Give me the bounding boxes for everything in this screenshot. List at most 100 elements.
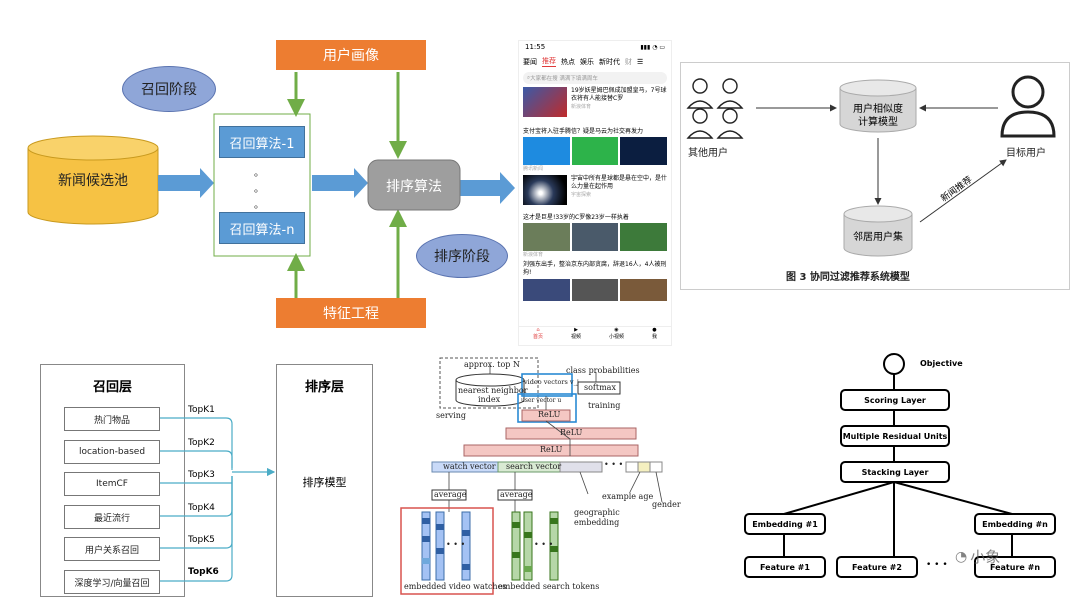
news-item-4[interactable]: 这才是巨星!33岁的C罗像23岁一样执着 新浪体育 [523,212,668,258]
recall-stage-bubble: 召回阶段 [122,66,216,112]
average-2: average [500,490,533,499]
target-user-icon [1000,75,1056,138]
status-bar: 11:55 ▮▮▮ ◔ ▭ [519,41,671,53]
news-thumb-5a [523,279,570,301]
cf-diagram [680,62,1070,290]
search-bar[interactable]: ⌕ 大家都在搜 满满下填满周车 [523,72,667,84]
news-thumb-2a [523,137,570,165]
cf-caption: 图 3 协同过滤推荐系统模型 [786,272,910,283]
search-columns [511,511,559,581]
news-item-2[interactable]: 支付宝将入驻手腾信？疑是马云为社交再发力 腾讯新闻 [523,126,668,172]
objective-label: Objective [920,359,963,368]
small-video-icon: ◉ [614,327,619,333]
youtube-dnn-diagram [400,357,663,595]
news-meta-1: 新浪体育 [571,104,592,110]
user-icon: ● [652,327,657,333]
video-vectors-label: video vectors v_j [524,378,579,386]
recall-item-recent: 最近流行 [64,505,160,529]
news-thumb-2c [620,137,668,165]
news-title-1: 19岁妖星姆巴佩成加盟皇马，7号球衣将有人能接替C罗 [571,87,667,102]
watermark-logo: ◔ 小象 [955,546,1000,567]
recall-item-itemcf: ItemCF [64,472,160,496]
news-pool-cylinder [27,135,159,225]
nn-index-label-2: index [478,395,501,404]
rank-layer-title: 排序层 [304,380,344,395]
search-placeholder: 大家都在搜 满满下填满周车 [530,76,598,82]
approx-label: approx. top N [464,360,520,369]
tab-tuijian[interactable]: 推荐 [542,57,556,67]
user-profile-box: 用户画像 [276,40,426,70]
other-users-label: 其他用户 [688,148,728,159]
recall-item-relation: 用户关系召回 [64,537,160,561]
nav-home[interactable]: ⌂首页 [532,327,543,340]
dots-2: 。 [254,184,264,195]
other-users-icon [686,78,744,139]
news-title-3: 宇宙中所有星球都是悬在空中，是什么力量在起作用 [571,175,668,190]
class-prob-label: class probabilities [566,366,640,375]
news-thumb-2b [571,137,619,165]
news-item-3[interactable]: 宇宙中所有星球都是悬在空中，是什么力量在起作用 宇宙探索 [523,175,667,209]
emb-search-label: embedded search tokens [498,582,600,591]
stacking-layer: Stacking Layer [840,461,950,483]
news-meta-2: 腾讯新闻 [523,166,544,172]
vector-ellipsis: • • • [604,460,624,469]
pipeline-arrows [27,72,515,300]
topk-3: TopK3 [188,470,215,480]
feature-2: Feature #2 [836,556,918,578]
news-thumb-4a [523,223,570,251]
search-ellipsis: • • • [534,540,554,549]
news-item-5[interactable]: 刘强东出手，整治京东内部贪腐，辞退16人，4人被刑拘! [523,261,668,301]
neighbors-cylinder [843,205,913,257]
topk-1: TopK1 [188,405,215,415]
geo-label-1: geographic [574,508,620,517]
status-time: 11:55 [525,43,546,51]
arrow-pool-to-recall [158,168,214,198]
recall-algo-1: 召回算法-1 [219,126,305,158]
training-label: training [588,401,621,410]
signal-icon: ▮▮▮ ◔ ▭ [640,43,665,51]
arrow-rank-to-phone [460,172,515,204]
news-meta-4: 新浪体育 [523,252,544,258]
nav-small-video[interactable]: ◉小视频 [608,327,624,340]
tab-cai[interactable]: 财 [625,57,632,66]
tab-yaowen[interactable]: 要闻 [523,57,537,66]
feature-1: Feature #1 [744,556,826,578]
nn-index-label-1: nearest neighbor [458,386,528,395]
watch-vector-label: watch vector [443,462,496,471]
recall-algo-n: 召回算法-n [219,212,305,244]
news-thumb-3 [523,175,567,205]
video-icon: ▶ [574,327,578,333]
topk-6: TopK6 [188,567,219,577]
home-icon: ⌂ [536,327,540,333]
recall-item-deep: 深度学习/向量召回 [64,570,160,594]
menu-icon[interactable]: ☰ [637,57,644,66]
topk-2: TopK2 [188,438,215,448]
residual-units: Multiple Residual Units [840,425,950,447]
news-thumb-4b [571,223,619,251]
target-user-label: 目标用户 [1006,148,1046,159]
deep-crossing-diagram [783,353,1013,556]
phone-screen: 11:55 ▮▮▮ ◔ ▭ 要闻 推荐 热点 娱乐 新时代 财 ☰ ⌕ 大家都在… [518,40,672,346]
nav-video[interactable]: ▶视频 [570,327,581,340]
wechat-icon: ◔ [955,548,968,565]
news-title-2: 支付宝将入驻手腾信？疑是马云为社交再发力 [523,128,644,135]
relu-1: ReLU [538,410,561,419]
average-1: average [434,490,467,499]
watch-ellipsis: • • • [446,540,466,549]
feature-eng-box: 特征工程 [276,298,426,328]
emb-watch-label: embedded video watches [404,582,507,591]
dots-3: 。 [254,200,264,211]
watermark-text: 小象 [970,548,1001,566]
example-age-label: example age [602,492,654,501]
tab-redian[interactable]: 热点 [561,57,575,66]
topk-4: TopK4 [188,503,215,513]
recall-item-hot: 热门物品 [64,407,160,431]
news-item-1[interactable]: 19岁妖星姆巴佩成加盟皇马，7号球衣将有人能接替C罗 新浪体育 [523,87,667,123]
nav-me[interactable]: ●我 [651,327,657,340]
geo-label-2: embedding [574,518,620,527]
recall-item-location: location-based [64,440,160,464]
tab-xinshidai[interactable]: 新时代 [599,57,620,66]
news-meta-3: 宇宙探索 [571,192,592,198]
news-thumb-1 [523,87,567,117]
tab-yule[interactable]: 娱乐 [580,57,594,66]
